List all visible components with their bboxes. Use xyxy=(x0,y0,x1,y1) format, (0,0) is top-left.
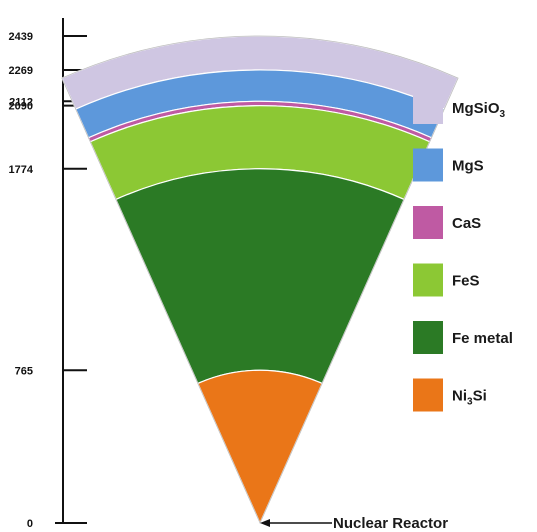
axis-tick-label-765: 765 xyxy=(15,365,33,377)
legend-swatch-mgs xyxy=(413,148,443,182)
axis-tick-label-0: 0 xyxy=(27,518,33,530)
axis-tick-label-2112: 2112 xyxy=(9,96,33,108)
axis-tick-label-1774: 1774 xyxy=(9,164,34,176)
layer-fe xyxy=(115,168,405,385)
legend-label-mgs: MgS xyxy=(452,158,484,175)
layer-wedge xyxy=(61,35,459,525)
axis-tick-label-2439: 2439 xyxy=(9,31,33,43)
layer-ni3si xyxy=(197,369,323,525)
axis-tick-label-2090: 2090 xyxy=(9,101,33,113)
legend-label-cas: CaS xyxy=(452,215,481,232)
legend-label-fes: FeS xyxy=(452,273,480,290)
legend-swatch-fe xyxy=(413,321,443,354)
legend-label-ni3si: Ni3Si xyxy=(452,388,487,408)
nuclear-reactor-callout: Nuclear Reactor xyxy=(260,515,448,532)
legend-label-fe: Fe metal xyxy=(452,330,513,347)
legend-swatch-fes xyxy=(413,263,443,297)
wedge-outline xyxy=(61,35,459,524)
legend-swatch-mgsio3 xyxy=(413,91,443,124)
legend-swatch-cas xyxy=(413,206,443,239)
callout-arrowhead xyxy=(260,519,270,527)
legend-label-mgsio3: MgSiO3 xyxy=(452,100,506,120)
axis-tick-label-2269: 2269 xyxy=(9,65,33,77)
legend-swatch-ni3si xyxy=(413,378,443,412)
callout-label: Nuclear Reactor xyxy=(333,515,448,532)
